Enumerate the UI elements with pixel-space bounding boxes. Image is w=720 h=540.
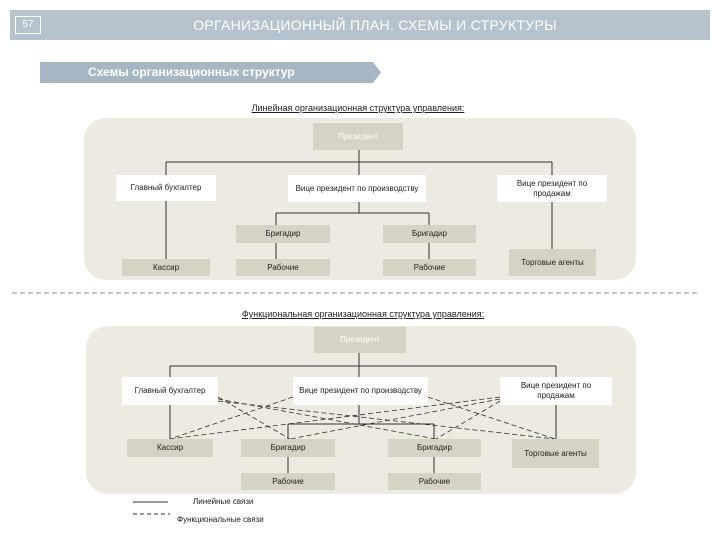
linear-workers-left-node: Рабочие — [236, 259, 330, 276]
linear-president-node: Президент — [313, 123, 403, 150]
linear-foreman-right-node: Бригадир — [383, 225, 476, 243]
functional-chief-accountant-node: Главный бухгалтер — [122, 377, 218, 405]
functional-foreman-left-node: Бригадир — [241, 439, 335, 457]
functional-cashier-node: Кассир — [127, 439, 213, 457]
linear-vp-production-node: Вице президент по производству — [288, 175, 426, 202]
functional-vp-sales-node: Вице президент по продажам — [500, 377, 612, 405]
legend-functional-links-label: Функциональные связи — [177, 515, 264, 524]
functional-foreman-right-node: Бригадир — [388, 439, 481, 457]
linear-workers-right-node: Рабочие — [383, 259, 476, 276]
linear-chief-accountant-node: Главный бухгалтер — [116, 175, 216, 201]
banner-arrow-shape — [40, 62, 381, 83]
legend-linear-links-label: Линейные связи — [193, 497, 254, 506]
page-number: 57 — [15, 16, 41, 34]
linear-cashier-node: Кассир — [122, 259, 210, 276]
slide-title: ОРГАНИЗАЦИОННЫЙ ПЛАН. СХЕМЫ И СТРУКТУРЫ — [193, 17, 557, 33]
banner-label: Схемы организационных структур — [88, 65, 295, 79]
linear-foreman-left-node: Бригадир — [236, 225, 330, 243]
functional-sales-agents-node: Торговые агенты — [512, 439, 599, 468]
linear-vp-sales-node: Вице президент по продажам — [497, 175, 607, 202]
functional-workers-right-node: Рабочие — [388, 473, 481, 490]
functional-structure-title: Функциональная организационная структура… — [241, 309, 485, 319]
linear-structure-title: Линейная организационная структура управ… — [251, 103, 465, 113]
slide-header: 57 ОРГАНИЗАЦИОННЫЙ ПЛАН. СХЕМЫ И СТРУКТУ… — [10, 10, 710, 40]
functional-president-node: Президент — [314, 327, 406, 353]
linear-sales-agents-node: Торговые агенты — [509, 249, 596, 276]
section-banner: Схемы организационных структур — [40, 62, 381, 83]
functional-vp-production-node: Вице президент по производству — [293, 377, 428, 405]
functional-workers-left-node: Рабочие — [241, 473, 335, 490]
